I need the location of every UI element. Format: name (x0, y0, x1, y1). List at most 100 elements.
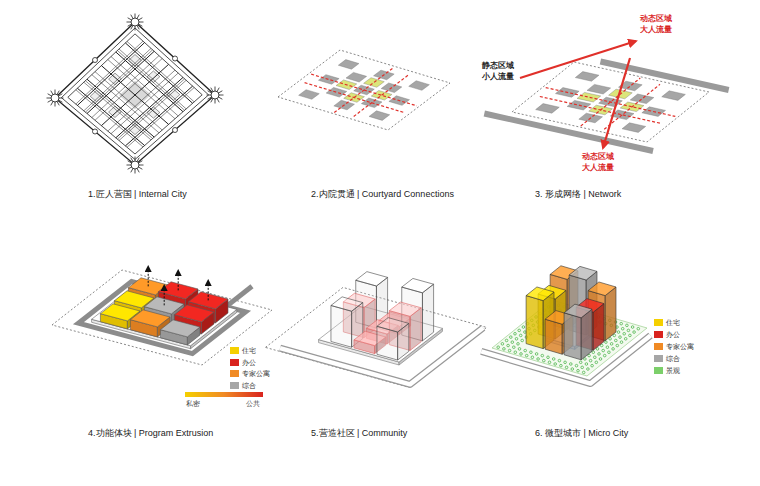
tree-dot (612, 348, 615, 351)
flow-label: 动态区域 (640, 15, 672, 24)
plan-wall (68, 34, 202, 154)
courtyard-cell (575, 72, 599, 82)
plan-street (125, 43, 192, 103)
tree-dot (608, 351, 611, 354)
tree-dot (552, 358, 555, 361)
tree-dot (615, 339, 618, 342)
ornament-ring (131, 18, 139, 26)
courtyard-cell (346, 72, 367, 82)
block-face (605, 287, 616, 341)
ornament-spike (131, 15, 133, 19)
tree-dot (575, 364, 578, 367)
ornament-spike (57, 91, 59, 95)
road (78, 281, 245, 353)
platform (92, 283, 237, 349)
block-face (545, 319, 562, 354)
tree-dot (537, 358, 540, 361)
ornament-spike (55, 102, 56, 107)
ornament-spike (207, 95, 212, 96)
tree-dot (623, 332, 626, 335)
tree-dot (519, 334, 522, 337)
block-face (377, 318, 409, 332)
extrusion-arrow (164, 285, 165, 305)
ornament-spike (139, 22, 144, 23)
tree-dot (588, 354, 591, 357)
ornament-spike (135, 14, 136, 19)
legend-item: 综合 (230, 382, 256, 390)
plan-block (109, 106, 122, 117)
connection-line (354, 74, 410, 116)
ornament-ring (131, 161, 139, 169)
ornament-spike (47, 98, 52, 99)
block-face (422, 284, 433, 341)
road (484, 114, 653, 152)
ornament-spike (59, 98, 64, 99)
ornament-spike (48, 100, 52, 102)
ornament-spike (218, 97, 222, 99)
tree-dot (592, 351, 595, 354)
tree-dot (605, 341, 608, 344)
tree-dot (515, 338, 518, 341)
legend-swatch (654, 343, 663, 350)
block-face (174, 305, 214, 322)
ornament-spike (208, 97, 212, 99)
connection-line (305, 83, 404, 113)
legend-item: 办公 (230, 359, 256, 367)
community-block (377, 318, 409, 360)
legend-text: 住宅 (242, 347, 256, 355)
site-boundary (52, 270, 272, 365)
scale-label: 公共 (246, 400, 260, 408)
tree-dot (558, 359, 561, 362)
legend-item: 办公 (654, 331, 680, 339)
courtyard-cell (536, 104, 560, 114)
micro-city-panel (481, 266, 650, 384)
tree-dot (621, 327, 624, 330)
tree-dot (637, 327, 640, 330)
panel-caption: 1.匠人营国 | Internal City (88, 190, 187, 200)
ornament-spike (128, 167, 132, 169)
courtyard-cell (364, 78, 385, 88)
tree-dot (603, 354, 606, 357)
ornament-spike (131, 168, 133, 172)
flow-arrow (520, 41, 636, 78)
tree-dot (579, 361, 582, 364)
corner-ornament (127, 14, 144, 31)
tree-dot (531, 356, 534, 359)
ornament-spike (138, 18, 142, 20)
legend-text: 综合 (242, 382, 256, 390)
landscape-ground (492, 300, 647, 376)
courtyard-cell (630, 94, 654, 104)
ornament-spike (128, 18, 132, 20)
tree-dot (589, 359, 592, 362)
building-volume (564, 304, 592, 360)
tree-dot (606, 346, 609, 349)
courtyard-cell (326, 87, 347, 97)
courtyard-cell (299, 90, 320, 100)
legend-text: 专家公寓 (242, 370, 270, 378)
tree-dot (513, 346, 516, 349)
tree-dot (547, 356, 550, 359)
plan-gate (173, 128, 178, 133)
panel-caption: 3. 形成网络 | Network (535, 190, 621, 200)
tree-dot (582, 371, 585, 374)
block-face (569, 266, 597, 280)
tree-dot (518, 329, 521, 332)
ornament-spike (137, 15, 139, 19)
courtyard-cell (622, 123, 646, 133)
panel-caption: 6. 微型城市 | Micro City (535, 429, 628, 439)
ornament-spike (55, 90, 56, 95)
flow-label: 大人流量 (640, 26, 672, 35)
tree-dot (616, 344, 619, 347)
ornament-spike (51, 101, 53, 105)
corner-ornament (207, 87, 224, 104)
block-face (588, 282, 616, 296)
tree-dot (596, 348, 599, 351)
block-face (160, 320, 200, 337)
ornament-spike (137, 168, 139, 172)
extrusion-arrow (208, 280, 209, 300)
plan-street (127, 88, 194, 148)
tree-dot (587, 368, 590, 371)
plan-street (127, 41, 194, 101)
tree-dot (505, 339, 508, 342)
